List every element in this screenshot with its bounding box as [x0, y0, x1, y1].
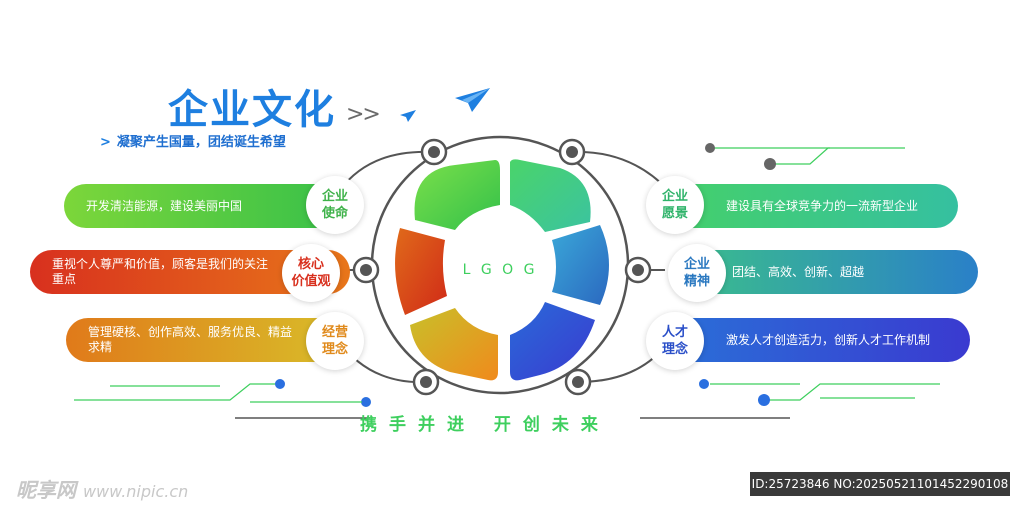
- segment-top-right: [510, 159, 591, 232]
- badge-line: 精神: [683, 274, 710, 289]
- right-item-text: 激发人才创造活力，创新人才工作机制: [726, 332, 931, 347]
- badge-line: 价值观: [291, 274, 331, 289]
- connector-node: [624, 256, 652, 284]
- paper-plane-small-icon: [400, 110, 416, 122]
- badge-talent: 人才理念: [646, 312, 704, 370]
- title-chevrons: >>: [346, 102, 381, 127]
- left-item-text: 开发清洁能源，建设美丽中国: [86, 198, 243, 213]
- deco-dot: [705, 143, 715, 153]
- left-item-philosophy: 管理硬核、创作高效、服务优良、精益求精: [66, 318, 356, 362]
- subtitle-text: 凝聚产生国量，团结诞生希望: [116, 135, 286, 150]
- badge-line: 核心: [297, 257, 324, 272]
- badge-line: 人才: [661, 325, 688, 340]
- subtitle: > 凝聚产生国量，团结诞生希望: [100, 134, 286, 152]
- right-item-text: 建设具有全球竞争力的一流新型企业: [726, 198, 919, 213]
- badge-spirit: 企业精神: [668, 244, 726, 302]
- connector-node: [420, 138, 448, 166]
- center-circle: [448, 218, 552, 322]
- badge-line: 经营: [321, 325, 348, 340]
- badge-core-values: 核心价值观: [282, 244, 340, 302]
- badge-line: 理念: [321, 342, 348, 357]
- badge-vision: 企业愿景: [646, 176, 704, 234]
- segment-right: [552, 225, 609, 305]
- paper-plane-icon: [455, 88, 490, 112]
- segment-bottom-left: [410, 308, 498, 381]
- badge-line: 愿景: [661, 206, 688, 221]
- image-id-bar: ID:25723846 NO:20250521101452290108: [750, 472, 1010, 496]
- badge-philosophy: 经营理念: [306, 312, 364, 370]
- right-item-vision: 建设具有全球竞争力的一流新型企业: [666, 184, 958, 228]
- connector-node: [564, 368, 592, 396]
- segment-top-left: [414, 160, 500, 230]
- badge-line: 理念: [661, 342, 688, 357]
- page-title: 企业文化: [168, 87, 336, 133]
- badge-mission: 企业使命: [306, 176, 364, 234]
- connector-node: [412, 368, 440, 396]
- segment-left: [395, 228, 447, 315]
- left-item-mission: 开发清洁能源，建设美丽中国: [64, 184, 354, 228]
- chevron-right-icon: >: [100, 135, 111, 150]
- slogan: 携手并进 开创未来: [360, 415, 610, 435]
- left-item-text: 重视个人尊严和价值，顾客是我们的关注重点: [52, 257, 269, 286]
- right-item-talent: 激发人才创造活力，创新人才工作机制: [666, 318, 970, 362]
- center-logo-text: L G O G: [462, 262, 538, 278]
- badge-line: 使命: [321, 206, 348, 221]
- right-item-text: 团结、高效、创新、超越: [732, 264, 865, 279]
- connector-node: [352, 256, 380, 284]
- left-item-text: 管理硬核、创作高效、服务优良、精益求精: [88, 325, 293, 354]
- watermark-brand-text: 昵享网: [16, 478, 76, 502]
- watermark-brand: 昵享网 www.nipic.cn: [16, 474, 188, 503]
- watermark-url: www.nipic.cn: [82, 482, 189, 501]
- connector-node: [558, 138, 586, 166]
- segment-bottom-right: [510, 302, 595, 381]
- badge-line: 企业: [661, 189, 688, 204]
- badge-line: 企业: [321, 189, 348, 204]
- deco-dot: [764, 158, 776, 170]
- badge-line: 企业: [683, 257, 710, 272]
